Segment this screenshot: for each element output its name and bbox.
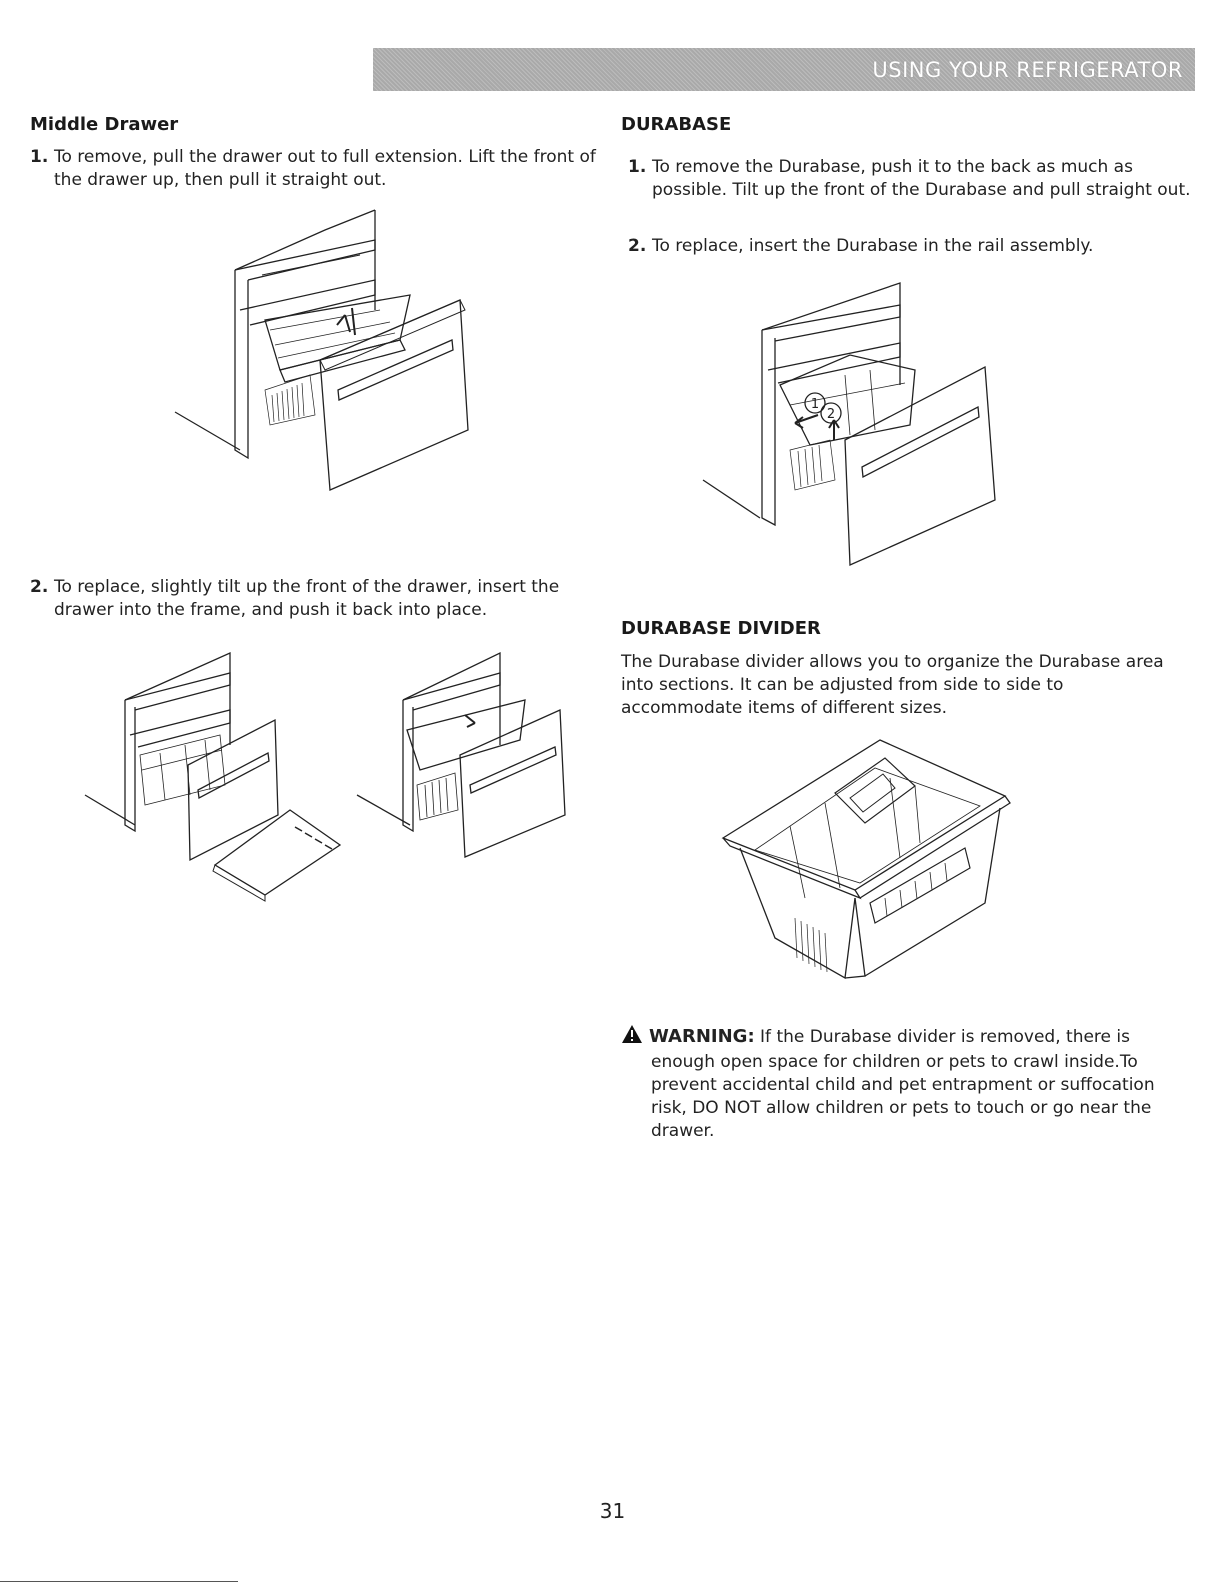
durabase-divider-illustration xyxy=(715,738,1015,983)
durabase-step-2: 2.To replace, insert the Durabase in the… xyxy=(628,235,1193,258)
step-number: 2. xyxy=(628,236,647,256)
step-text: To replace, slightly tilt up the front o… xyxy=(54,577,560,620)
page-number: 31 xyxy=(599,1499,626,1523)
drawer-replace-illustration-a xyxy=(80,645,360,905)
durabase-divider-heading: DURABASE DIVIDER xyxy=(621,618,821,639)
step-text: To remove, pull the drawer out to full e… xyxy=(54,147,596,190)
middle-drawer-heading: Middle Drawer xyxy=(30,114,179,135)
step-text: To remove the Durabase, push it to the b… xyxy=(652,157,1191,200)
drawer-replace-illustration-b xyxy=(355,645,575,865)
callout-2: 2 xyxy=(827,407,835,422)
step-number: 2. xyxy=(30,577,49,597)
warning-icon xyxy=(621,1024,649,1051)
durabase-remove-illustration: 1 2 xyxy=(700,275,1020,570)
footer-rule xyxy=(0,1581,238,1582)
callout-1: 1 xyxy=(811,397,819,412)
step-text: To replace, insert the Durabase in the r… xyxy=(652,236,1094,256)
warning-label: WARNING: xyxy=(649,1026,755,1047)
middle-drawer-step-1: 1.To remove, pull the drawer out to full… xyxy=(30,146,600,192)
warning-notice: WARNING: If the Durabase divider is remo… xyxy=(621,1024,1181,1143)
step-number: 1. xyxy=(30,147,49,167)
durabase-step-1: 1.To remove the Durabase, push it to the… xyxy=(628,156,1193,202)
section-title: USING YOUR REFRIGERATOR xyxy=(872,57,1183,82)
middle-drawer-step-2: 2.To replace, slightly tilt up the front… xyxy=(30,576,600,622)
durabase-divider-description: The Durabase divider allows you to organ… xyxy=(621,652,1164,718)
durabase-heading: DURABASE xyxy=(621,114,732,135)
middle-drawer-remove-illustration xyxy=(170,200,480,500)
step-number: 1. xyxy=(628,157,647,177)
section-banner: USING YOUR REFRIGERATOR xyxy=(373,48,1195,91)
warning-text: If the Durabase divider is removed, ther… xyxy=(651,1027,1155,1141)
